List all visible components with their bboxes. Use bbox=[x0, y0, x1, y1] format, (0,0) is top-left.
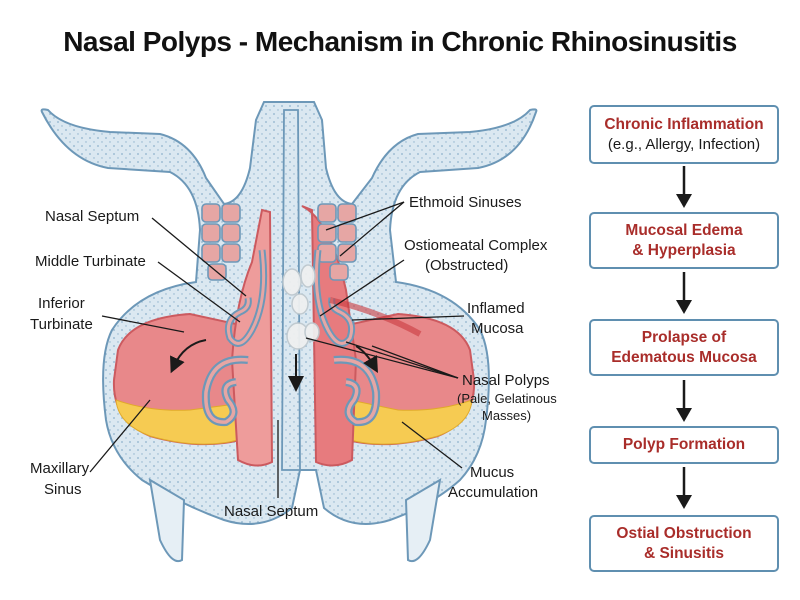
leader-inflamed-mucosa bbox=[351, 315, 465, 321]
leader-polyps-1 bbox=[305, 337, 459, 379]
flow-step-mucosal-edema: Mucosal Edema & Hyperplasia bbox=[589, 212, 779, 269]
label-inflamed-2: Mucosa bbox=[471, 320, 524, 337]
flow-step-2-title2: & Hyperplasia bbox=[632, 241, 736, 259]
flow-step-1-subtitle: (e.g., Allergy, Infection) bbox=[607, 135, 761, 153]
flow-step-5-title: Ostial Obstruction bbox=[616, 524, 752, 542]
leader-ostiomeatal bbox=[319, 259, 405, 317]
flow-step-chronic-inflammation: Chronic Inflammation (e.g., Allergy, Inf… bbox=[589, 105, 779, 164]
flow-arrow-2 bbox=[676, 272, 692, 314]
flow-step-4-title: Polyp Formation bbox=[622, 436, 746, 453]
flow-arrow-3 bbox=[676, 380, 692, 422]
flow-step-prolapse: Prolapse of Edematous Mucosa bbox=[589, 319, 779, 376]
leader-maxillary-sinus bbox=[89, 399, 151, 473]
label-polyps-2: (Pale, Gelatinous bbox=[457, 391, 557, 406]
leader-polyps-3 bbox=[371, 345, 459, 379]
flow-arrow-1 bbox=[676, 166, 692, 208]
flow-step-3-title2: Edematous Mucosa bbox=[611, 348, 757, 366]
right-prong bbox=[404, 478, 442, 562]
flow-step-1-title: Chronic Inflammation bbox=[604, 115, 764, 133]
leader-inferior-turbinate bbox=[101, 315, 185, 333]
label-ostiomeatal-1: Ostiomeatal Complex bbox=[404, 237, 548, 254]
label-nasal-septum-bottom: Nasal Septum bbox=[224, 503, 318, 520]
right-mucus-pool bbox=[349, 399, 473, 445]
left-prong bbox=[148, 478, 186, 562]
right-ethmoid-cells bbox=[317, 203, 357, 281]
label-nasal-septum-top: Nasal Septum bbox=[45, 208, 139, 225]
flow-step-5-title2: & Sinusitis bbox=[643, 544, 725, 562]
flow-step-polyp-formation: Polyp Formation bbox=[589, 426, 779, 464]
flow-arrow-4 bbox=[676, 467, 692, 509]
label-maxillary-sinus-1: Maxillary bbox=[30, 460, 90, 477]
leader-ethmoid-2 bbox=[339, 201, 405, 257]
flow-step-2-title: Mucosal Edema bbox=[625, 221, 743, 239]
label-inflamed-1: Inflamed bbox=[467, 300, 525, 317]
label-ethmoid-sinuses: Ethmoid Sinuses bbox=[409, 194, 522, 211]
label-inferior-turbinate-1: Inferior bbox=[38, 295, 85, 312]
leader-middle-turbinate bbox=[157, 261, 241, 323]
label-middle-turbinate: Middle Turbinate bbox=[35, 253, 146, 270]
label-mucus-1: Mucus bbox=[470, 464, 514, 481]
nasal-polyps bbox=[282, 264, 320, 350]
label-mucus-2: Accumulation bbox=[448, 484, 538, 501]
diagram-title: Nasal Polyps - Mechanism in Chronic Rhin… bbox=[63, 26, 737, 57]
label-polyps-1: Nasal Polyps bbox=[462, 372, 550, 389]
leader-polyps-2 bbox=[345, 341, 459, 379]
label-inferior-turbinate-2: Turbinate bbox=[30, 316, 93, 333]
flow-step-3-title: Prolapse of bbox=[641, 328, 727, 346]
label-polyps-3: Masses) bbox=[482, 408, 531, 423]
flow-step-ostial-obstruction: Ostial Obstruction & Sinusitis bbox=[589, 515, 779, 572]
leader-mucus bbox=[401, 421, 463, 469]
airflow-arrow-left bbox=[170, 339, 207, 374]
leader-nasal-septum-top bbox=[151, 217, 247, 297]
label-ostiomeatal-2: (Obstructed) bbox=[425, 257, 508, 274]
leader-ethmoid-1 bbox=[325, 201, 405, 231]
label-maxillary-sinus-2: Sinus bbox=[44, 481, 82, 498]
